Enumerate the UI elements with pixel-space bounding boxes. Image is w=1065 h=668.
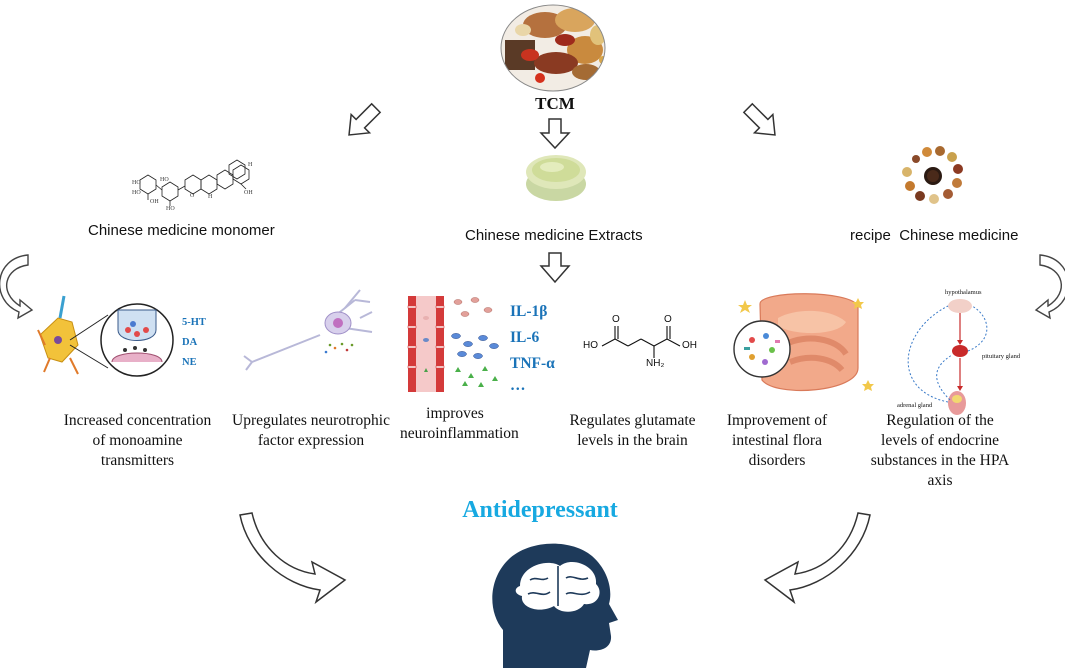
- monomer-label: Chinese medicine monomer: [88, 222, 275, 239]
- cytokine-tnfa-label: TNF-α: [510, 355, 555, 372]
- glutamate-o1-label: O: [612, 314, 620, 325]
- hpa-pituitary-label: pituitary gland: [982, 353, 1021, 360]
- svg-text:H: H: [248, 162, 253, 168]
- monoamine-5ht-label: 5-HT: [182, 317, 206, 328]
- monoamine-da-label: DA: [182, 337, 198, 348]
- glutamate-o2-label: O: [664, 314, 672, 325]
- glutamate-ho-label: HO: [583, 340, 598, 351]
- recipe-label: recipe Chinese medicine: [850, 227, 1019, 244]
- antidepressant-title: Antidepressant: [462, 497, 618, 523]
- svg-text:H: H: [208, 194, 213, 200]
- mechanism-neuroinflammation-label: improves neuroinflammation: [400, 405, 519, 442]
- mechanism-neurotrophic-label: Upregulates neurotrophic factor expressi…: [232, 412, 390, 449]
- glutamate-nh2-label: NH₂: [646, 358, 665, 369]
- cytokine-il1b-label: IL-1β: [510, 303, 548, 320]
- mechanism-hpa-label: Regulation of the levels of endocrine su…: [870, 412, 1010, 489]
- svg-text:HO: HO: [132, 190, 141, 196]
- svg-text:O: O: [190, 193, 195, 199]
- svg-text:OH: OH: [150, 199, 159, 205]
- cytokine-more-label: …: [510, 377, 526, 394]
- svg-text:HO: HO: [132, 180, 141, 186]
- mechanism-monoamine-label: Increased concentration of monoamine tra…: [63, 412, 212, 469]
- monoamine-ne-label: NE: [182, 357, 197, 368]
- hpa-hypothalamus-label: hypothalamus: [945, 289, 982, 296]
- mechanism-glutamate-label: Regulates glutamate levels in the brain: [569, 412, 696, 449]
- extracts-label: Chinese medicine Extracts: [465, 227, 643, 244]
- glutamate-oh-label: OH: [682, 340, 697, 351]
- svg-text:HO: HO: [166, 206, 175, 212]
- svg-text:OH: OH: [244, 190, 253, 196]
- mechanism-intestinal-label: Improvement of intestinal flora disorder…: [726, 412, 828, 469]
- cytokine-il6-label: IL-6: [510, 329, 540, 346]
- svg-text:HO: HO: [160, 177, 169, 183]
- hpa-adrenal-label: adrenal gland: [897, 402, 933, 409]
- tcm-title: TCM: [535, 94, 575, 113]
